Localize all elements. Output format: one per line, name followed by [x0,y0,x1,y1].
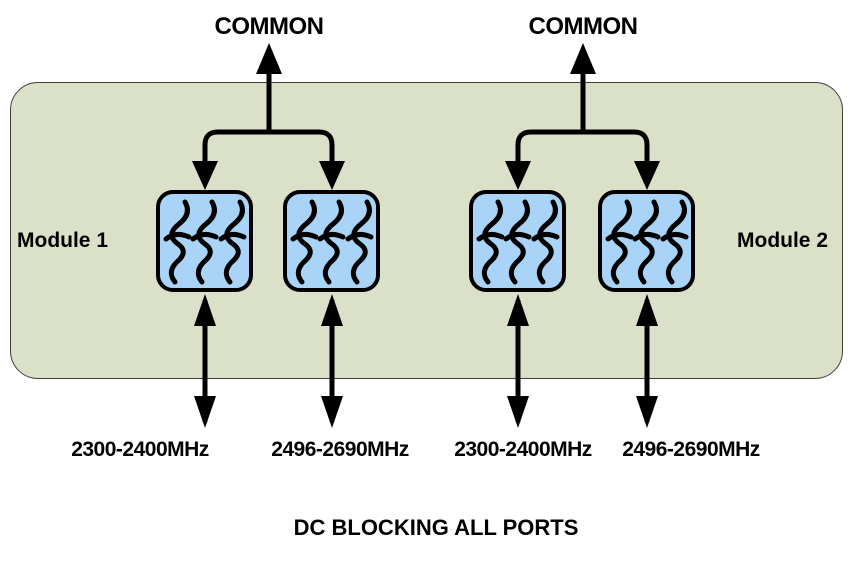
filter-box-module-1-low-band [156,190,253,292]
filter-squiggle-icon [605,199,689,285]
module-1-splitter-branch [192,129,345,190]
diagram-caption: DC BLOCKING ALL PORTS [293,515,579,540]
port-arrow-module-2-high-band [636,294,658,428]
port-label-module-1-low-band: 2300-2400MHz [71,438,209,461]
module-1-common-arrow [256,43,282,131]
module-1-label: Module 1 [17,229,109,252]
port-arrow-module-1-high-band [321,294,343,428]
common-port-label-module-1: COMMON [214,13,324,40]
module-2-splitter-branch [505,129,660,190]
port-label-module-2-high-band: 2496-2690MHz [622,438,760,461]
port-arrow-module-1-low-band [194,294,216,428]
common-port-label-module-2: COMMON [528,13,638,40]
filter-box-module-2-high-band [598,190,695,292]
port-label-module-1-high-band: 2496-2690MHz [271,438,409,461]
filter-squiggle-icon [290,199,374,285]
port-label-module-2-low-band: 2300-2400MHz [454,438,592,461]
port-arrow-module-2-low-band [507,294,529,428]
filter-squiggle-icon [476,199,560,285]
filter-box-module-1-high-band [283,190,380,292]
module-2-label: Module 2 [737,229,829,252]
module-enclosure [10,82,843,379]
filter-squiggle-icon [163,199,247,285]
filter-box-module-2-low-band [469,190,566,292]
module-2-common-arrow [570,43,596,131]
